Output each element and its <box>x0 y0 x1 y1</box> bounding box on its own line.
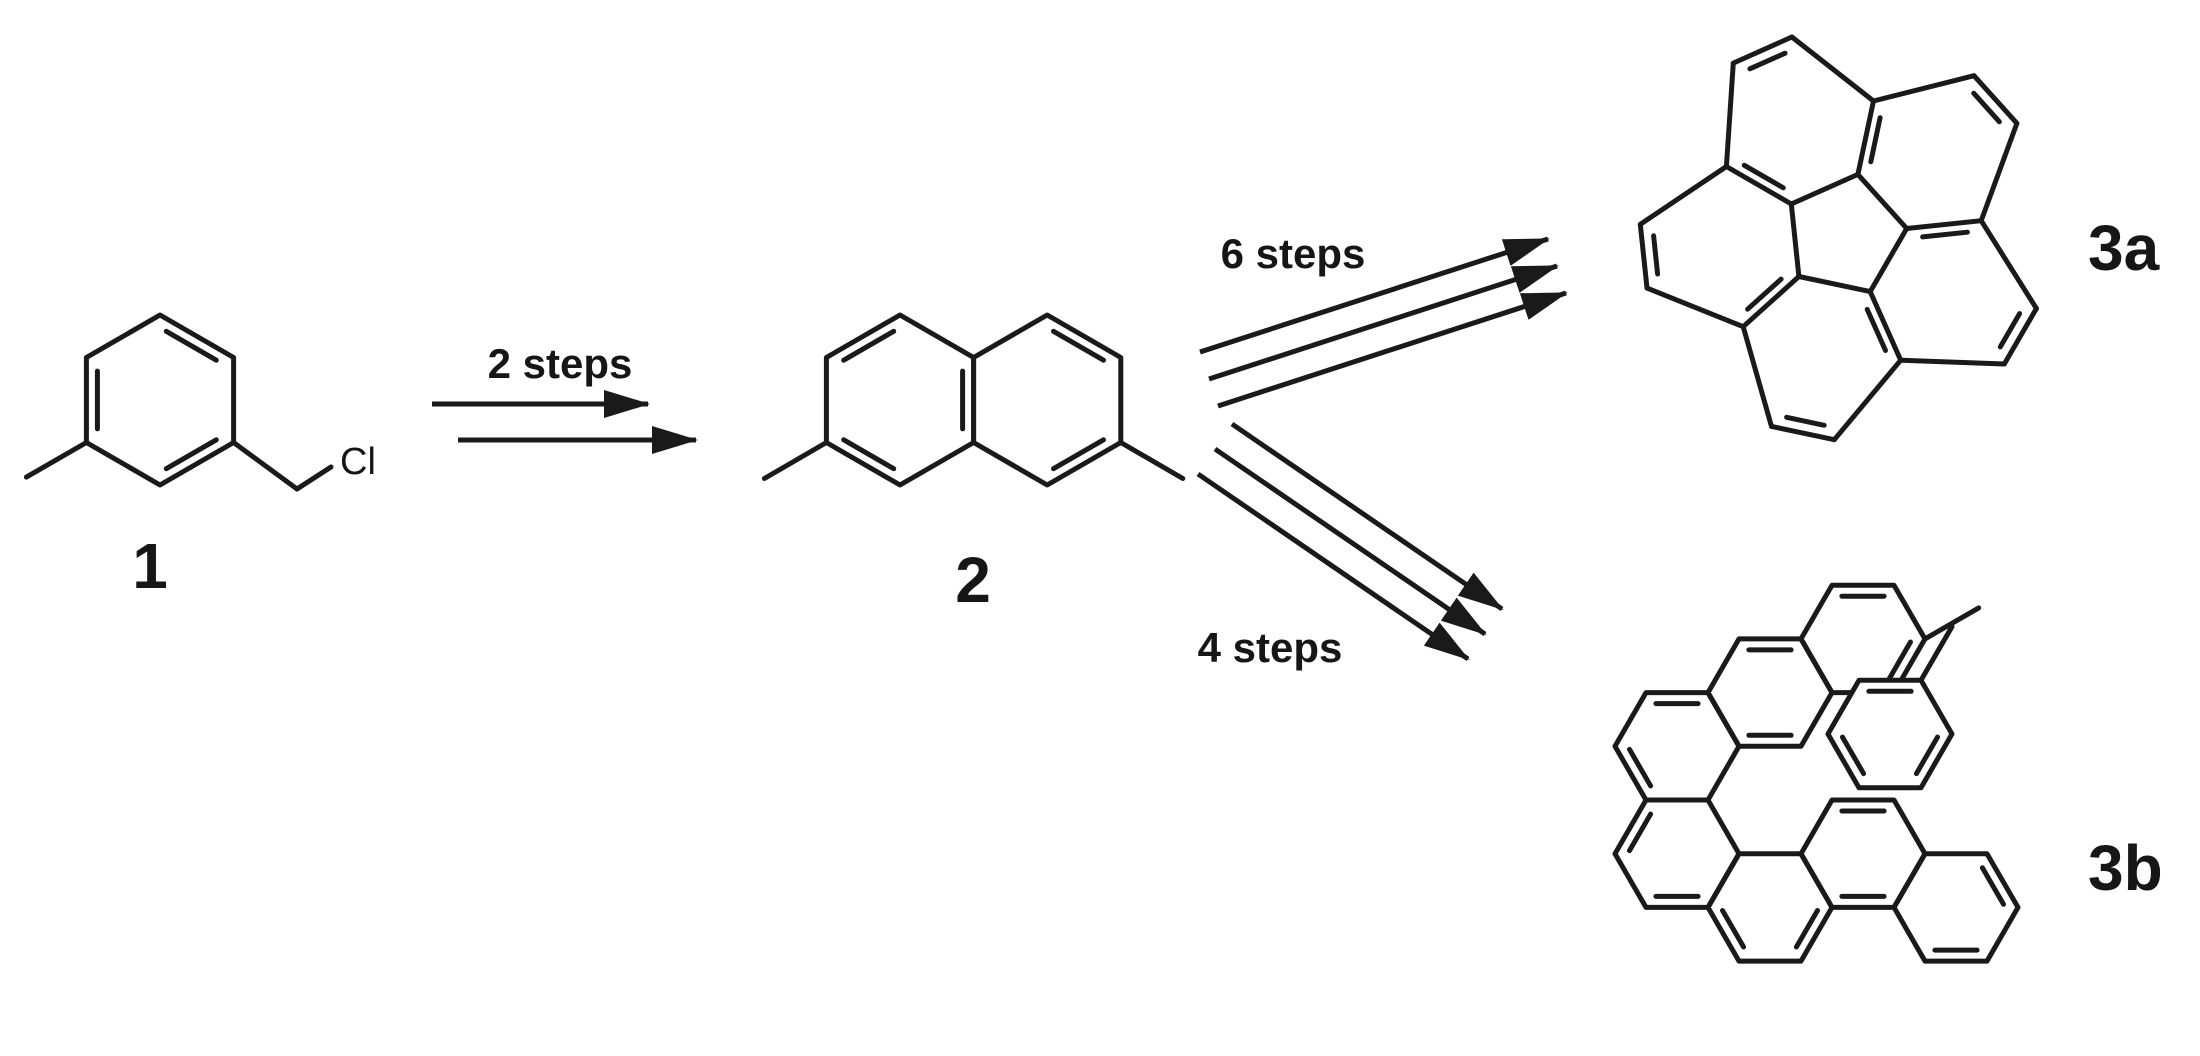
bond-line <box>1920 229 1970 240</box>
bond-line <box>1867 289 1904 363</box>
bond-line <box>1913 734 1940 777</box>
bond-line <box>1118 440 1186 481</box>
arrow-line <box>1199 236 1550 355</box>
ring-bonds <box>1798 582 1928 696</box>
bond-line <box>1745 276 1784 312</box>
bond-line <box>1867 226 1910 295</box>
bond-line <box>1922 605 1982 642</box>
ring-bonds <box>1612 797 1742 910</box>
bond-line <box>1868 115 1883 165</box>
arrow-line <box>1230 421 1504 612</box>
bond-line <box>1796 274 1873 295</box>
bond-line <box>1644 285 1746 330</box>
bond-line <box>1720 908 1747 950</box>
ring-bonds <box>83 312 237 488</box>
compound-label-3b: 3b <box>2088 832 2163 904</box>
bond-line <box>1978 218 2039 311</box>
compound-label-2: 2 <box>955 544 991 616</box>
bond-line <box>294 464 334 492</box>
bond-line <box>1723 60 1736 169</box>
bond-line <box>1723 164 1794 207</box>
bond-line <box>1637 221 1650 291</box>
arrow-line <box>1213 446 1487 637</box>
bond-line <box>1886 639 1913 681</box>
bond-line <box>1978 120 2020 224</box>
compound-1-structure <box>23 312 334 492</box>
bond-line <box>1051 328 1106 363</box>
bond-line <box>1979 865 2006 907</box>
ring-bonds <box>1798 797 1928 910</box>
bond-line <box>841 437 897 472</box>
ring-bonds <box>971 312 1124 488</box>
bond-line <box>231 440 300 492</box>
reaction-arrow-2-steps <box>432 390 698 454</box>
compound-2-structure <box>761 312 1186 488</box>
chlorine-atom-label: Cl <box>340 441 376 483</box>
bond-line <box>163 328 219 363</box>
compound-label-3a: 3a <box>2088 212 2160 284</box>
ring-bonds <box>1891 851 2021 964</box>
bond-line <box>1971 73 2020 126</box>
bond-line <box>1651 233 1661 277</box>
bond-line <box>1784 414 1827 428</box>
bond-line <box>841 328 897 363</box>
bond-line <box>1788 171 1861 207</box>
step-label-2-steps: 2 steps <box>488 340 633 387</box>
bond-line <box>1740 324 1774 429</box>
bond-line <box>1793 908 1820 950</box>
bond-line <box>1898 357 2007 367</box>
reaction-arrow-6-steps <box>1199 236 1568 409</box>
bond-line <box>1730 34 1795 66</box>
step-label-6-steps: 6 steps <box>1221 230 1366 277</box>
ring-bonds <box>823 312 977 488</box>
bond-line <box>1831 357 1904 443</box>
bond-line <box>1740 274 1802 330</box>
bond-line <box>1855 98 1876 177</box>
arrow-line <box>1217 290 1568 409</box>
bond-line <box>1918 624 1955 683</box>
bond-line <box>1855 171 1910 231</box>
ring-bonds <box>1612 690 1742 803</box>
compound-label-1: 1 <box>132 530 168 602</box>
reaction-arrow-4-steps <box>1196 421 1504 662</box>
compound-3a-structure <box>1637 34 2039 443</box>
bond-line <box>1741 162 1786 191</box>
step-label-4-steps: 4 steps <box>1198 624 1343 671</box>
bond-line <box>1637 164 1729 227</box>
compound-3b-structure <box>1612 582 2021 964</box>
bond-line <box>1904 218 1984 231</box>
ring-bonds <box>1825 677 1955 791</box>
bond-line <box>1769 423 1837 443</box>
bond-line <box>1747 50 1788 72</box>
arrow-line <box>1208 263 1559 382</box>
bond-line <box>163 437 219 472</box>
arrow-line <box>1196 471 1470 662</box>
ring-bonds <box>1705 851 1835 964</box>
bond-line <box>2001 306 2039 367</box>
bond-line <box>1864 306 1888 353</box>
bond-line <box>1627 746 1654 789</box>
bond-line <box>1788 201 1802 279</box>
bond-line <box>761 440 829 481</box>
bond-line <box>1051 437 1106 472</box>
bond-line <box>1997 311 2023 350</box>
bond-line <box>1971 90 2002 125</box>
ring-bonds <box>1705 636 1835 749</box>
bond-line <box>1789 34 1876 104</box>
bond-line <box>1871 73 1977 104</box>
bond-line <box>23 440 89 480</box>
bond-line <box>1627 811 1654 854</box>
bond-line <box>1840 734 1867 777</box>
